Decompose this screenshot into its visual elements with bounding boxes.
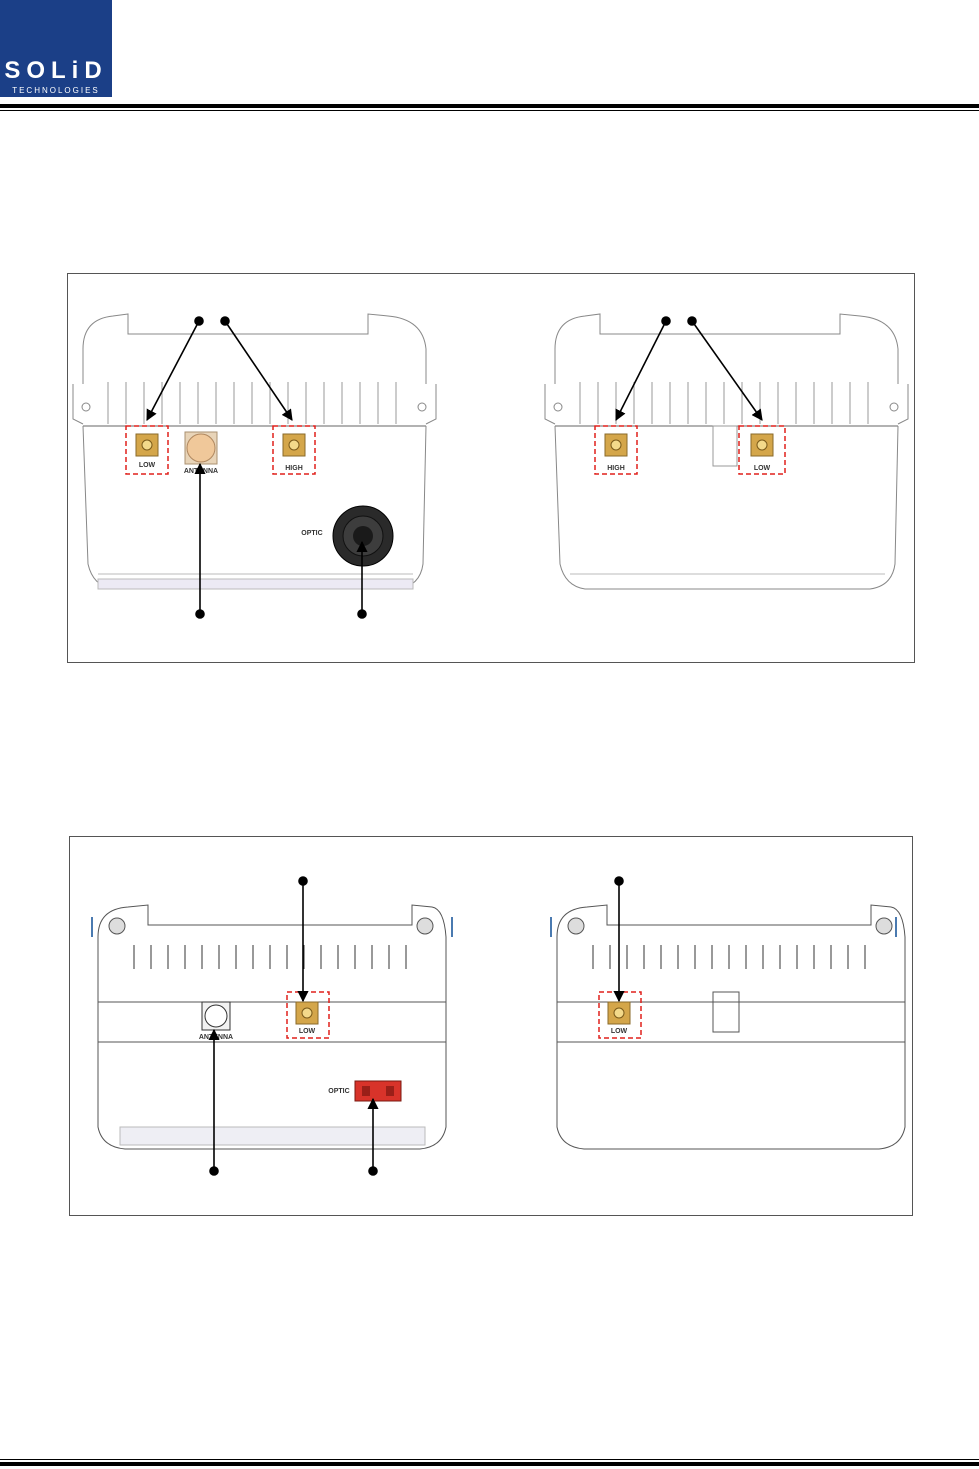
optic-label-2: OPTIC [328, 1088, 349, 1095]
port-label-high: HIGH [285, 465, 303, 472]
port-low-right-2: LOW [599, 992, 641, 1038]
port-label-low-right-2: LOW [611, 1028, 628, 1035]
callout-arrows-right [616, 317, 762, 420]
port-low-right: LOW [739, 426, 785, 474]
port-label-antenna: ANTENNA [184, 468, 218, 475]
port-high-left: HIGH [273, 426, 315, 474]
figure-2: ANTENNA LOW OPTIC [69, 836, 913, 1216]
port-antenna-left: ANTENNA [184, 432, 218, 475]
callout-arrows-right-2 [615, 877, 623, 1001]
figure-2-drawing: ANTENNA LOW OPTIC [70, 837, 912, 1215]
callout-arrows-left [147, 317, 366, 618]
port-label-low: LOW [139, 462, 156, 469]
header-rule [0, 104, 979, 108]
unit-left-front-2 [92, 905, 452, 1149]
port-label-low-right: LOW [754, 465, 771, 472]
optic-label: OPTIC [301, 530, 322, 537]
optic-connector-left: OPTIC [301, 506, 393, 566]
optic-connector-left-2: OPTIC [328, 1081, 401, 1101]
unit-right-rear [545, 314, 908, 589]
figure-1-drawing: LOW ANTENNA HIGH OPTIC [68, 274, 914, 662]
figure-1: LOW ANTENNA HIGH OPTIC [67, 273, 915, 663]
logo-wordmark: SOLiD [0, 57, 112, 85]
port-high-right: HIGH [595, 426, 637, 474]
port-antenna-left-2: ANTENNA [199, 1002, 233, 1041]
port-label-low-2: LOW [299, 1028, 316, 1035]
port-low-left: LOW [126, 426, 168, 474]
unit-right-rear-2 [551, 905, 905, 1149]
port-low-left-2: LOW [287, 992, 329, 1038]
logo-subtitle: TECHNOLOGIES [0, 86, 112, 95]
company-logo: SOLiD TECHNOLOGIES [0, 0, 112, 97]
port-label-high-right: HIGH [607, 465, 625, 472]
footer-rule [0, 1462, 979, 1466]
port-label-antenna-2: ANTENNA [199, 1034, 233, 1041]
footer-rule-thin [0, 1459, 979, 1460]
header-rule-thin [0, 110, 979, 111]
